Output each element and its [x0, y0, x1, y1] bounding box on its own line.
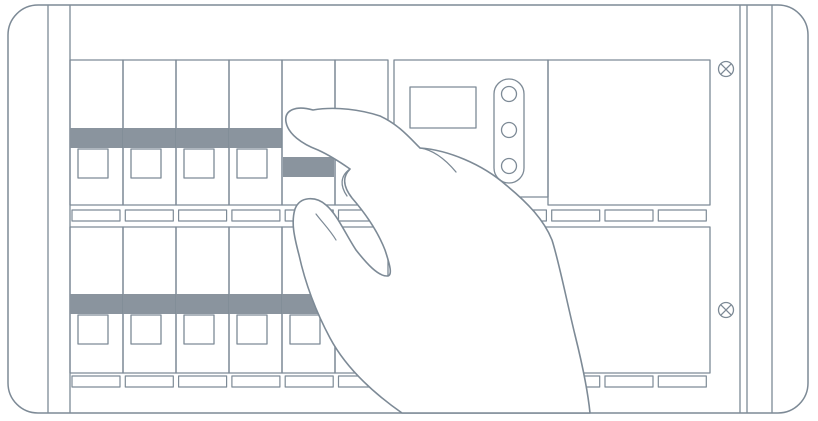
breaker-lever-on — [229, 128, 282, 148]
breaker-toggle-window — [237, 149, 267, 178]
label-strip-segment — [125, 210, 173, 221]
hand-icon — [286, 108, 590, 413]
label-strip-segment — [605, 210, 653, 221]
panel-screws — [719, 62, 734, 318]
blank-cover-top — [548, 60, 710, 205]
breaker-toggle-window — [184, 315, 214, 344]
breaker-lever-on — [176, 294, 229, 314]
label-strip-segment — [658, 210, 706, 221]
breaker-toggle-window — [184, 149, 214, 178]
label-strip-segment — [125, 376, 173, 387]
meter-button — [502, 87, 517, 102]
label-strip-segment — [232, 376, 280, 387]
breaker-lever-on — [70, 294, 123, 314]
breaker-lever-off — [283, 157, 334, 177]
label-strip-segment — [179, 376, 227, 387]
breaker-lever-on — [176, 128, 229, 148]
label-strip-segment — [179, 210, 227, 221]
label-strip-segment — [285, 376, 333, 387]
screw-icon — [719, 62, 734, 77]
breaker-lever-on — [123, 128, 176, 148]
breaker-lever-on — [123, 294, 176, 314]
meter-button-strip — [494, 79, 524, 183]
meter-button — [502, 159, 517, 174]
breaker-toggle-window — [78, 315, 108, 344]
meter-display — [410, 87, 476, 128]
breaker-lever-on — [229, 294, 282, 314]
label-strip-segment — [658, 376, 706, 387]
breaker-toggle-window — [131, 149, 161, 178]
breaker-toggle-window — [237, 315, 267, 344]
meter-button — [502, 123, 517, 138]
hand-outline — [286, 108, 590, 413]
label-strip-segment — [72, 376, 120, 387]
label-strip-segment — [605, 376, 653, 387]
breaker-toggle-window — [78, 149, 108, 178]
screw-icon — [719, 303, 734, 318]
breaker-lever-on — [70, 128, 123, 148]
label-strip-segment — [552, 210, 600, 221]
breaker-toggle-window — [290, 315, 320, 344]
breaker-toggle-window — [131, 315, 161, 344]
label-strip-segment — [232, 210, 280, 221]
label-strip-segment — [72, 210, 120, 221]
